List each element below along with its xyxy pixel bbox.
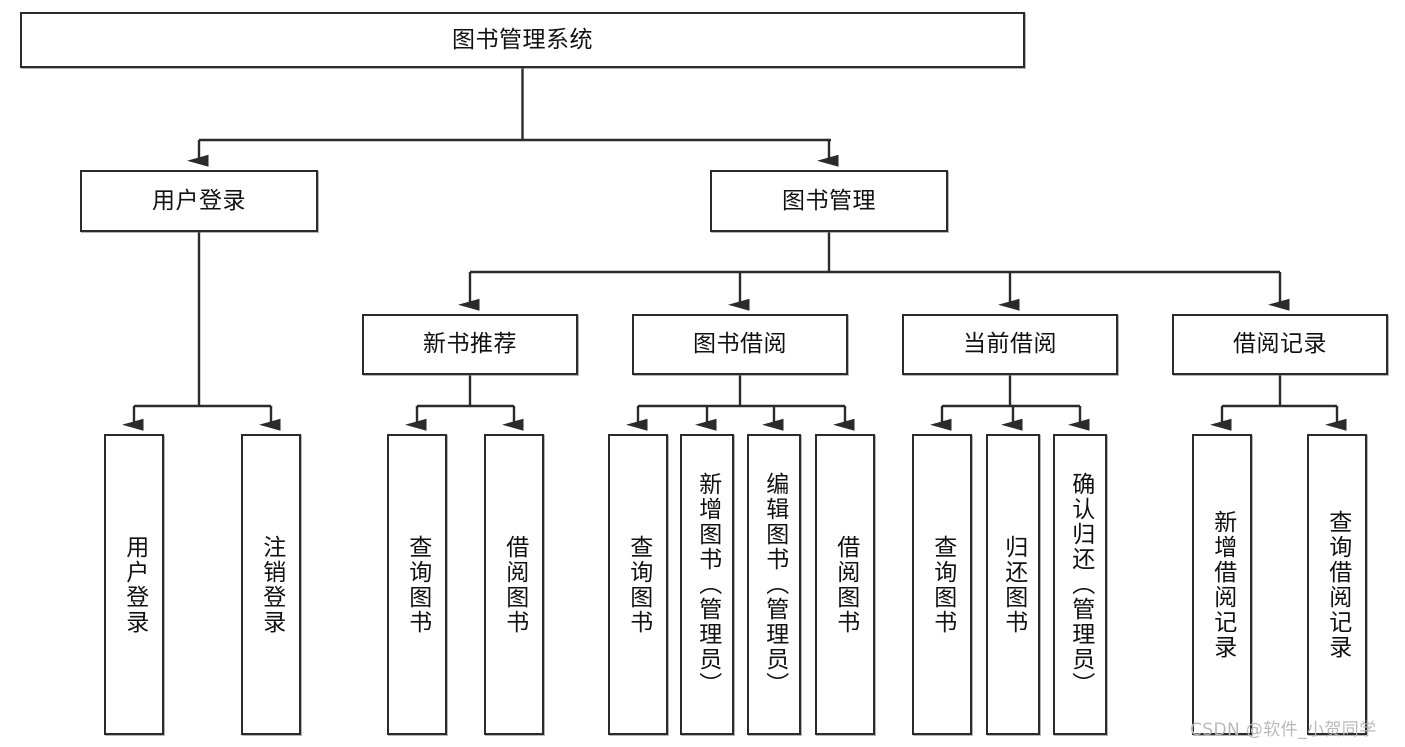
node-leaf-edit-book-admin-label: 编辑图书（管理员） [761,472,788,697]
node-book-borrow[interactable]: 图书借阅 [632,314,848,375]
node-leaf-query-borrow-record-label: 查询借阅记录 [1324,509,1351,660]
node-leaf-query-borrow-record[interactable]: 查询借阅记录 [1307,434,1367,735]
node-borrow-records[interactable]: 借阅记录 [1172,314,1388,375]
node-root[interactable]: 图书管理系统 [20,12,1025,68]
node-new-book-recommend-label: 新书推荐 [423,331,517,358]
node-leaf-add-borrow-record[interactable]: 新增借阅记录 [1192,434,1252,735]
node-leaf-edit-book-admin[interactable]: 编辑图书（管理员） [747,434,801,735]
node-new-book-recommend[interactable]: 新书推荐 [362,314,578,375]
node-leaf-query-book-new[interactable]: 查询图书 [387,434,447,735]
node-leaf-logout[interactable]: 注销登录 [241,434,301,735]
node-leaf-add-borrow-record-label: 新增借阅记录 [1209,509,1236,660]
node-leaf-query-book-current-label: 查询图书 [929,534,956,635]
node-leaf-confirm-return-admin-label: 确认归还（管理员） [1067,472,1094,697]
node-leaf-logout-label: 注销登录 [258,534,285,635]
node-leaf-user-login-label: 用户登录 [121,534,148,635]
node-current-borrow[interactable]: 当前借阅 [902,314,1118,375]
node-book-management-label: 图书管理 [782,187,876,214]
node-leaf-query-book-borrow-label: 查询图书 [625,534,652,635]
node-leaf-confirm-return-admin[interactable]: 确认归还（管理员） [1053,434,1107,735]
node-leaf-borrow-book[interactable]: 借阅图书 [815,434,875,735]
node-leaf-query-book-new-label: 查询图书 [404,534,431,635]
node-leaf-add-book-admin[interactable]: 新增图书（管理员） [680,434,734,735]
node-leaf-user-login[interactable]: 用户登录 [104,434,164,735]
node-user-login[interactable]: 用户登录 [80,170,318,232]
node-book-management[interactable]: 图书管理 [710,170,948,232]
csdn-watermark: CSDN @软件_小贺同学 [1190,720,1377,740]
node-leaf-return-book[interactable]: 归还图书 [986,434,1040,735]
node-leaf-query-book-current[interactable]: 查询图书 [912,434,972,735]
node-leaf-borrow-book-new-label: 借阅图书 [501,534,528,635]
node-user-login-label: 用户登录 [152,187,246,214]
node-root-label: 图书管理系统 [452,26,593,53]
node-current-borrow-label: 当前借阅 [963,331,1057,358]
node-leaf-borrow-book-new[interactable]: 借阅图书 [484,434,544,735]
node-leaf-borrow-book-label: 借阅图书 [832,534,859,635]
node-leaf-return-book-label: 归还图书 [1000,534,1027,635]
node-leaf-add-book-admin-label: 新增图书（管理员） [694,472,721,697]
node-borrow-records-label: 借阅记录 [1233,331,1327,358]
node-leaf-query-book-borrow[interactable]: 查询图书 [608,434,668,735]
node-book-borrow-label: 图书借阅 [693,331,787,358]
